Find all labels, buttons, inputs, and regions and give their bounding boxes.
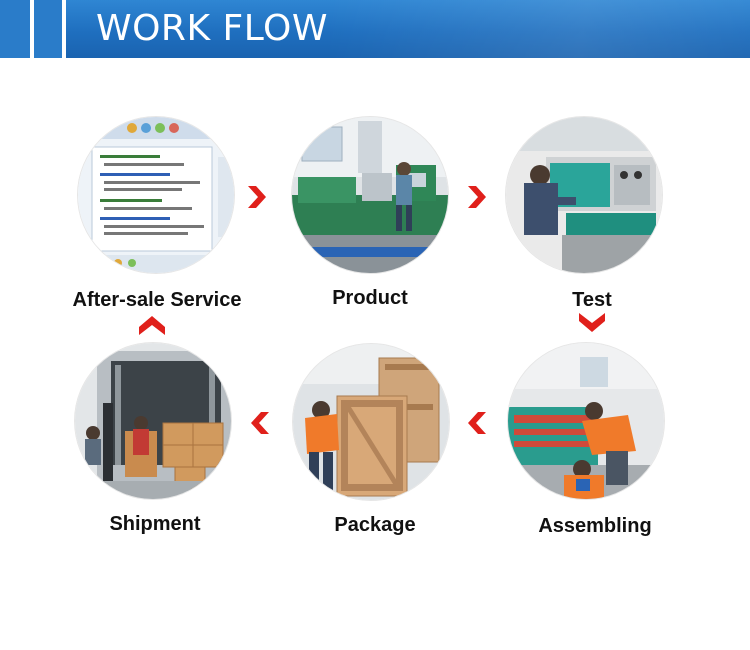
arrow-left-icon — [466, 410, 488, 436]
page-title: WORK FLOW — [96, 8, 328, 49]
step-label-test: Test — [572, 289, 612, 311]
header-stripe — [34, 0, 62, 58]
step-label-assembling: Assembling — [538, 515, 652, 537]
chat-window-icon — [78, 117, 234, 273]
step-label-package: Package — [334, 514, 416, 536]
header-stripe — [30, 0, 34, 58]
arrow-down-icon — [578, 311, 606, 333]
shipping-container-icon — [75, 343, 231, 499]
header-banner: WORK FLOW — [0, 0, 750, 58]
arrow-right-icon — [466, 184, 488, 210]
arrow-left-icon — [249, 410, 271, 436]
testing-machine-icon — [506, 117, 662, 273]
step-label-product: Product — [332, 287, 408, 309]
factory-machine-icon — [292, 117, 448, 273]
step-label-after-sale-service: After-sale Service — [72, 289, 242, 311]
wooden-crate-icon — [293, 344, 449, 500]
assembly-workers-icon — [508, 343, 664, 499]
header-stripe — [62, 0, 66, 58]
header-stripe — [0, 0, 30, 58]
arrow-right-icon — [246, 184, 268, 210]
header-shine — [330, 0, 750, 58]
arrow-up-icon — [138, 315, 166, 337]
step-label-shipment: Shipment — [109, 513, 201, 535]
